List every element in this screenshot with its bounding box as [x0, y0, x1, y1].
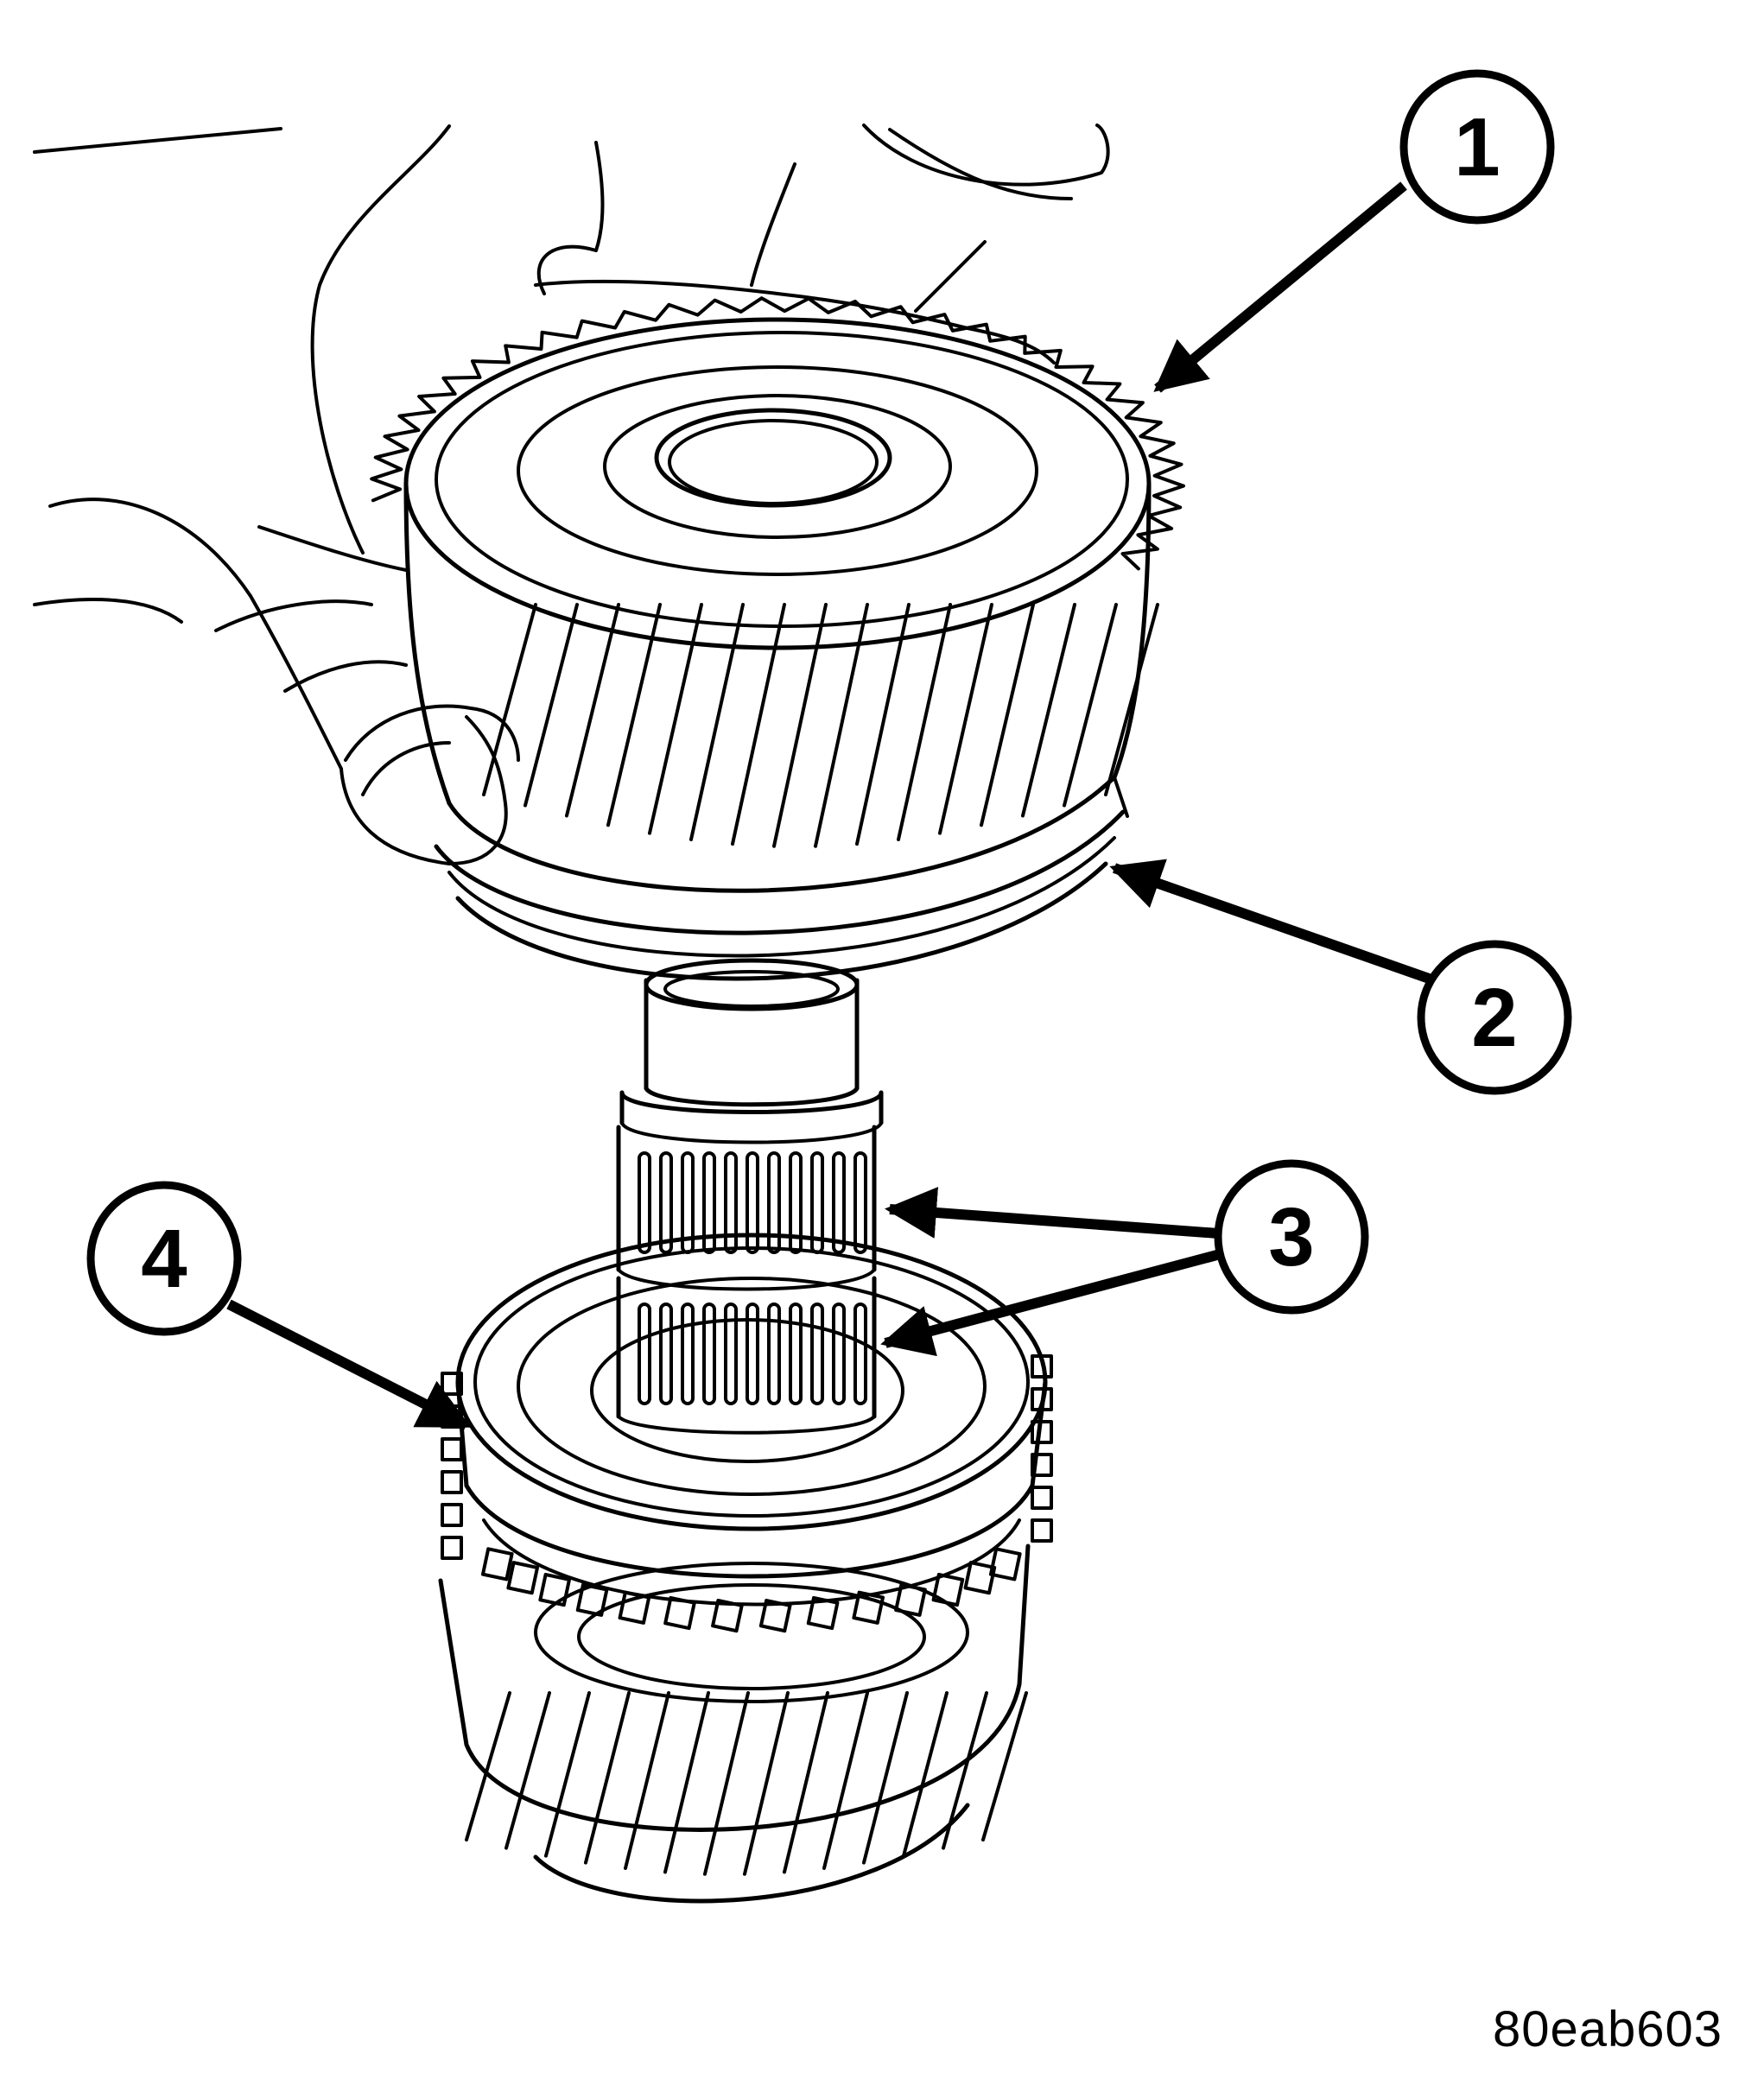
- gear-1: [370, 296, 1185, 981]
- leader-3b: [880, 1247, 1228, 1357]
- callout-2: 2: [1417, 940, 1572, 1095]
- leader-4: [226, 1299, 472, 1430]
- svg-text:1: 1: [1454, 101, 1500, 193]
- svg-text:3: 3: [1268, 1191, 1314, 1284]
- leader-1: [1153, 181, 1407, 393]
- svg-text:4: 4: [141, 1213, 187, 1305]
- callout-1: 1: [1399, 69, 1555, 225]
- leader-lines: [226, 181, 1436, 1430]
- figure-id-label: 80eab603: [1492, 2001, 1723, 2057]
- svg-text:2: 2: [1471, 972, 1517, 1064]
- hand-illustration: [33, 124, 1110, 865]
- leader-2: [1109, 859, 1436, 986]
- callout-4: 4: [86, 1181, 242, 1336]
- shaft-bearings: [616, 958, 884, 1435]
- leader-3a: [885, 1187, 1219, 1239]
- callout-3: 3: [1214, 1159, 1369, 1315]
